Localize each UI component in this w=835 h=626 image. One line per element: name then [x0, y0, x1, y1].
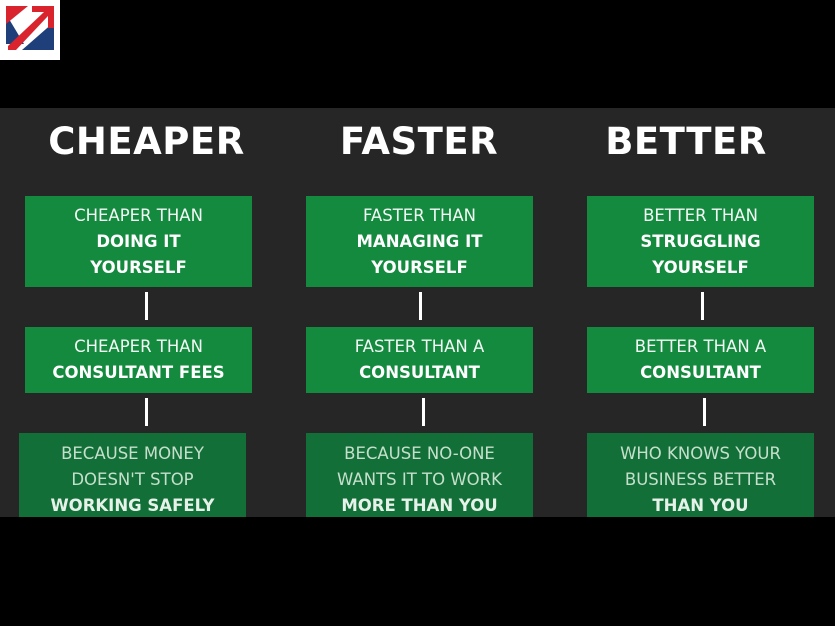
box-line: MORE THAN YOU	[341, 496, 498, 515]
box-line: WANTS IT TO WORK	[337, 470, 502, 489]
box-line: BETTER THAN	[643, 205, 758, 225]
box-line: DOESN'T STOP	[71, 470, 194, 489]
box-line: YOURSELF	[90, 257, 187, 277]
box-better-1: BETTER THAN STRUGGLING YOURSELF	[587, 196, 814, 287]
union-flag-arrow-icon	[0, 0, 60, 60]
box-line: STRUGGLING	[640, 231, 761, 251]
box-cheaper-2: CHEAPER THAN CONSULTANT FEES	[25, 327, 252, 393]
column-heading-faster: FASTER	[339, 120, 499, 163]
box-faster-3: BECAUSE NO-ONE WANTS IT TO WORK MORE THA…	[306, 433, 533, 517]
connector-line	[145, 398, 148, 426]
box-cheaper-1: CHEAPER THAN DOING IT YOURSELF	[25, 196, 252, 287]
box-cheaper-3: BECAUSE MONEY DOESN'T STOP WORKING SAFEL…	[19, 433, 246, 517]
box-line: CONSULTANT	[640, 363, 761, 382]
logo	[0, 0, 60, 60]
box-line: BUSINESS BETTER	[624, 470, 777, 489]
box-line: WORKING SAFELY	[50, 496, 215, 515]
connector-line	[422, 398, 425, 426]
bottom-letterbox	[0, 517, 835, 626]
box-line: DOING IT	[96, 231, 181, 251]
box-line: CHEAPER THAN	[74, 337, 203, 356]
connector-line	[703, 398, 706, 426]
box-line: BECAUSE MONEY	[61, 444, 204, 463]
box-line: FASTER THAN A	[354, 337, 485, 356]
box-line: THAN YOU	[652, 496, 749, 515]
box-better-3: WHO KNOWS YOUR BUSINESS BETTER THAN YOU	[587, 433, 814, 517]
box-better-2: BETTER THAN A CONSULTANT	[587, 327, 814, 393]
box-line: CONSULTANT FEES	[52, 363, 225, 382]
box-line: MANAGING IT	[356, 231, 483, 251]
box-line: YOURSELF	[371, 257, 468, 277]
column-heading-cheaper: CHEAPER	[48, 120, 245, 163]
connector-line	[419, 292, 422, 320]
box-faster-2: FASTER THAN A CONSULTANT	[306, 327, 533, 393]
box-line: CONSULTANT	[359, 363, 480, 382]
box-line: WHO KNOWS YOUR	[620, 444, 781, 463]
box-line: FASTER THAN	[362, 205, 477, 225]
connector-line	[145, 292, 148, 320]
box-line: BECAUSE NO-ONE	[344, 444, 495, 463]
column-heading-better: BETTER	[605, 120, 767, 163]
connector-line	[701, 292, 704, 320]
box-line: BETTER THAN A	[634, 337, 767, 356]
comparison-panel: CHEAPER CHEAPER THAN DOING IT YOURSELF C…	[0, 108, 835, 517]
box-faster-1: FASTER THAN MANAGING IT YOURSELF	[306, 196, 533, 287]
box-line: YOURSELF	[652, 257, 749, 277]
box-line: CHEAPER THAN	[74, 205, 203, 225]
